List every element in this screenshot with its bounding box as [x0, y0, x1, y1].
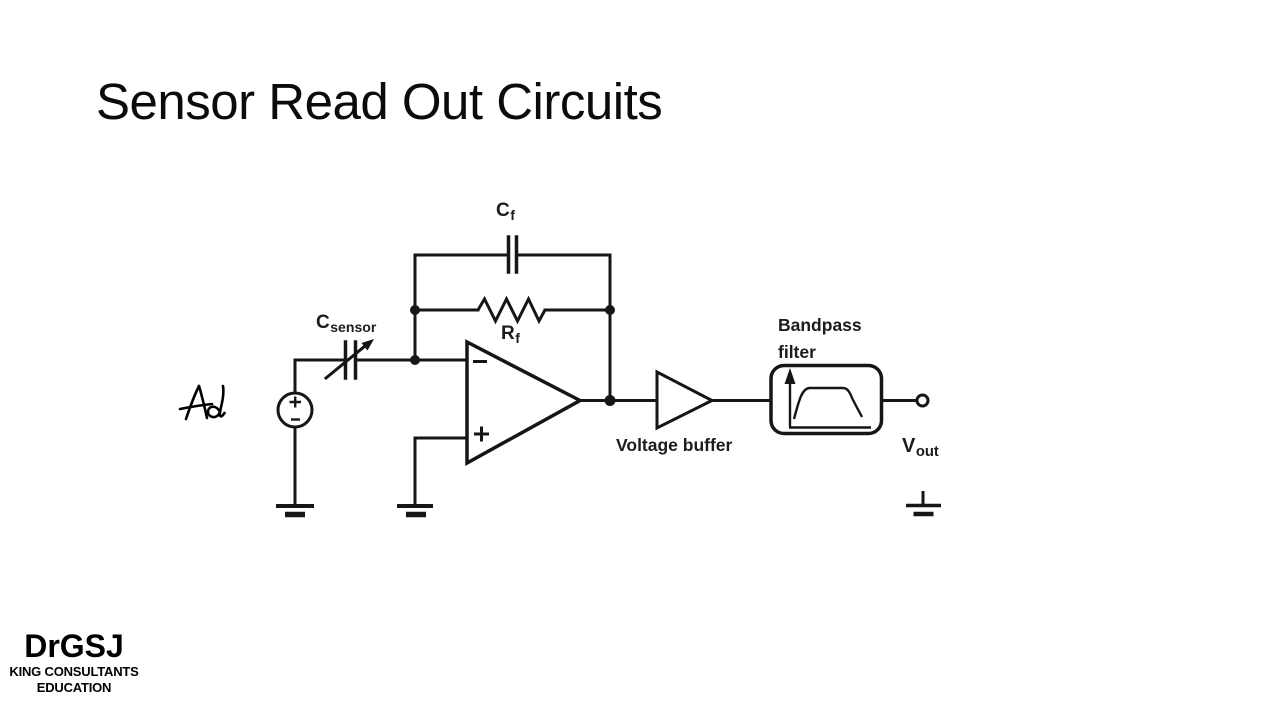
feedback-wire [413, 253, 612, 402]
filter-axis-arrow [784, 368, 796, 384]
ground-opamp [397, 504, 433, 518]
ground-output [906, 491, 941, 517]
feedback-resistor [476, 295, 547, 325]
opamp [465, 339, 584, 466]
label-voltage-buffer: Voltage buffer [616, 435, 733, 455]
sensor-capacitor [323, 339, 374, 381]
signal-source [276, 391, 314, 429]
noninverting-wire [413, 436, 469, 508]
variable-arrow-head [361, 339, 374, 351]
junction-dots [410, 305, 616, 406]
label-bandpass-filter: Bandpass filter [778, 312, 862, 366]
label-bandpass-line2: filter [778, 342, 816, 362]
logo-name: DrGSJ [24, 628, 124, 664]
label-feedback-resistor: Rf [501, 323, 520, 346]
bandpass-filter-block [769, 363, 884, 436]
label-sensor-capacitor: Csensor [316, 312, 377, 335]
label-feedback-capacitor: Cf [496, 200, 515, 223]
opamp-triangle [465, 339, 584, 466]
filter-axes [788, 384, 871, 429]
label-output-voltage: Vout [902, 435, 939, 461]
wires [293, 253, 919, 508]
voltage-buffer-triangle [655, 369, 716, 431]
output-terminal [915, 393, 930, 408]
handwritten-annotation [178, 384, 226, 421]
slide-title: Sensor Read Out Circuits [96, 73, 663, 130]
label-bandpass-line1: Bandpass [778, 315, 862, 335]
logo-line2: EDUCATION [36, 679, 112, 695]
feedback-capacitor [506, 235, 519, 274]
source-plus-symbol [289, 396, 301, 408]
logo: DrGSJ KING CONSULTANTS EDUCATION [8, 630, 140, 695]
ground-source [276, 504, 314, 518]
filter-response-curve [792, 386, 864, 420]
opamp-noninverting-symbol [474, 426, 489, 442]
logo-line1: KING CONSULTANTS [9, 664, 139, 679]
